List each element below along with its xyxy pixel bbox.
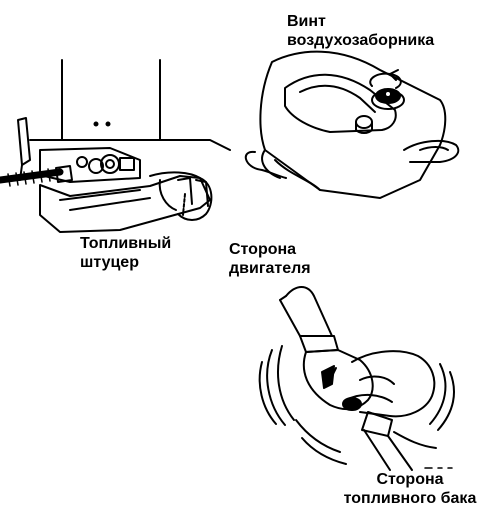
- tank-side-label-line1: Сторона: [340, 470, 480, 489]
- air-screw-label-line1: Винт: [287, 12, 434, 31]
- primer-bulb-drawing: [260, 287, 454, 470]
- fuel-tank-drawing: [246, 52, 458, 198]
- air-screw-label: Винт воздухозаборника: [287, 12, 434, 50]
- fuel-connector-label-line1: Топливный: [80, 234, 171, 253]
- tank-side-label-line2: топливного бака: [340, 489, 480, 508]
- fuel-connector-label: Топливный штуцер: [80, 234, 171, 272]
- tank-side-label: Сторона топливного бака: [340, 470, 480, 508]
- engine-side-label-line2: двигателя: [229, 259, 311, 278]
- engine-side-label: Сторона двигателя: [229, 240, 311, 278]
- engine-side-label-line1: Сторона: [229, 240, 311, 259]
- engine-connector-drawing: [0, 60, 230, 232]
- fuel-connector-label-line2: штуцер: [80, 253, 171, 272]
- air-screw-label-line2: воздухозаборника: [287, 31, 434, 50]
